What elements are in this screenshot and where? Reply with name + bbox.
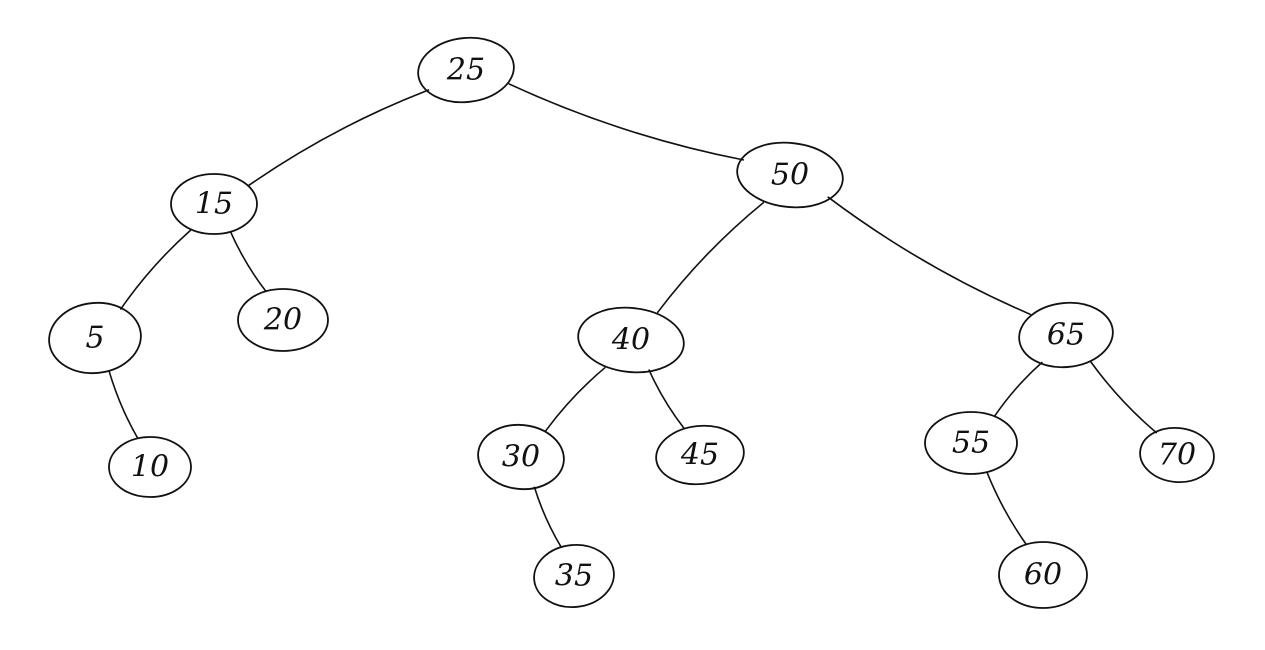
tree-node-20: 20 [237, 288, 329, 352]
node-label: 15 [195, 187, 233, 222]
node-outline [108, 436, 192, 498]
node-outline [237, 288, 329, 352]
tree-node-30: 30 [477, 423, 565, 491]
node-label: 40 [611, 323, 650, 358]
node-outline [924, 411, 1018, 475]
tree-node-50: 50 [736, 141, 844, 209]
node-outline [1018, 301, 1114, 369]
edge-40-45 [648, 369, 685, 429]
node-outline [655, 424, 745, 486]
node-outline [1139, 426, 1215, 484]
node-outline [477, 423, 565, 491]
node-label: 10 [131, 450, 169, 485]
edge-50-65 [827, 196, 1031, 316]
node-label: 50 [771, 158, 809, 193]
node-label: 35 [555, 559, 593, 594]
node-label: 20 [263, 303, 302, 338]
node-label: 30 [502, 440, 540, 475]
node-label: 60 [1024, 558, 1062, 593]
tree-edges [108, 83, 1158, 548]
edge-65-55 [993, 361, 1043, 418]
tree-node-65: 65 [1018, 301, 1114, 369]
edge-5-10 [108, 370, 139, 440]
tree-node-15: 15 [170, 173, 258, 235]
node-label: 70 [1158, 438, 1196, 473]
edge-15-20 [229, 230, 267, 293]
node-label: 45 [680, 438, 719, 473]
edge-65-70 [1090, 361, 1158, 434]
tree-node-35: 35 [533, 543, 615, 609]
tree-node-45: 45 [655, 424, 745, 486]
edge-15-5 [120, 228, 193, 310]
edge-30-35 [533, 486, 562, 548]
node-outline [736, 141, 844, 209]
tree-nodes: 25 15 50 5 20 40 65 10 30 45 55 70 35 60 [48, 36, 1215, 609]
tree-node-70: 70 [1139, 426, 1215, 484]
edge-25-50 [508, 83, 745, 161]
node-outline [170, 173, 258, 235]
node-outline [417, 36, 515, 104]
node-outline [998, 541, 1088, 609]
tree-node-40: 40 [577, 306, 685, 374]
tree-node-10: 10 [108, 436, 192, 498]
tree-node-25: 25 [417, 36, 515, 104]
node-outline [577, 306, 685, 374]
node-label: 65 [1047, 318, 1085, 353]
node-outline [533, 543, 615, 609]
node-label: 55 [952, 426, 990, 461]
edge-25-15 [247, 89, 430, 187]
edge-50-40 [656, 201, 765, 314]
node-label: 5 [85, 321, 104, 356]
edge-40-30 [544, 367, 606, 432]
tree-node-60: 60 [998, 541, 1088, 609]
tree-node-55: 55 [924, 411, 1018, 475]
edge-55-60 [986, 471, 1028, 546]
node-label: 25 [446, 53, 485, 88]
node-outline [48, 301, 142, 375]
tree-node-5: 5 [48, 301, 142, 375]
